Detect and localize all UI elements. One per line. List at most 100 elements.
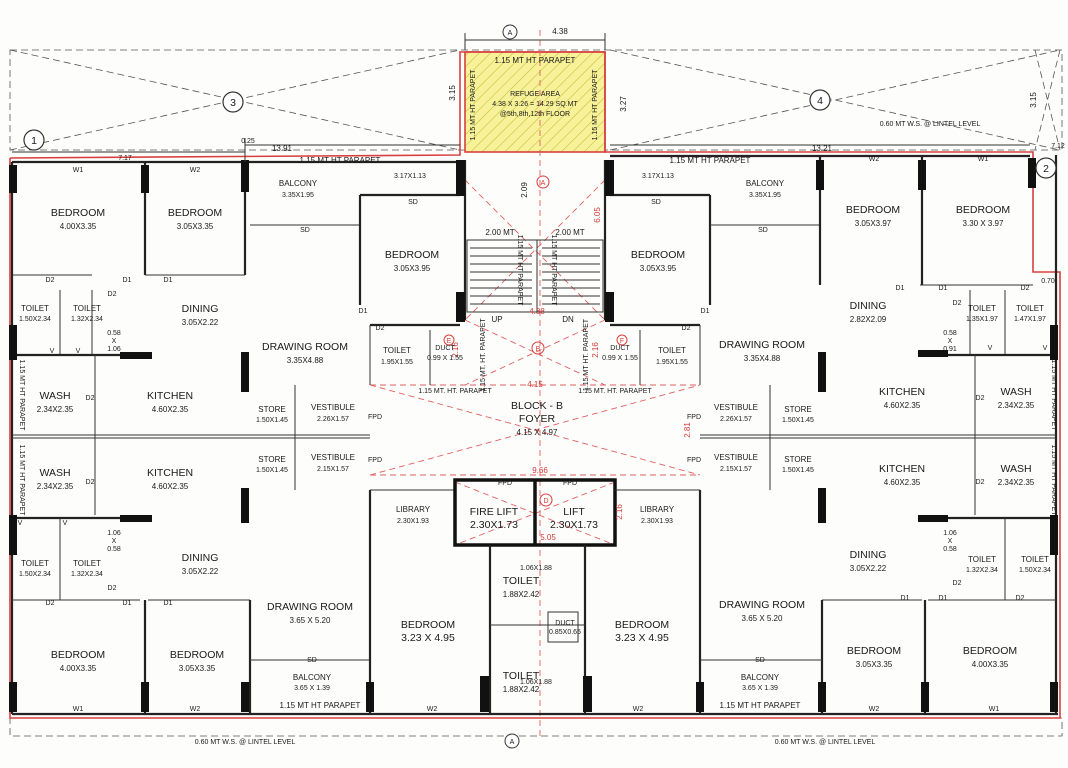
top-dimension xyxy=(12,33,1030,162)
svg-text:3.65 X 5.20: 3.65 X 5.20 xyxy=(290,616,331,625)
svg-text:3.65 X 1.39: 3.65 X 1.39 xyxy=(294,685,330,692)
svg-text:3.23 X 4.95: 3.23 X 4.95 xyxy=(401,632,455,644)
svg-text:1.88X2.42: 1.88X2.42 xyxy=(503,590,540,599)
duct-small-2: 1.06X1.88 xyxy=(520,679,552,686)
svg-text:3.05X2.22: 3.05X2.22 xyxy=(850,564,887,573)
svg-text:0.99 X 1.55: 0.99 X 1.55 xyxy=(602,355,638,362)
svg-text:2.30X1.93: 2.30X1.93 xyxy=(397,518,429,525)
svg-text:TOILET: TOILET xyxy=(73,304,101,313)
door-code: D2 xyxy=(376,325,385,332)
refuge-parapet-left: 1.15 MT HT PARAPET xyxy=(470,69,477,141)
sliding-door-code: SD xyxy=(758,227,768,234)
svg-text:2.34X2.35: 2.34X2.35 xyxy=(37,482,74,491)
sliding-door-code: SD xyxy=(300,227,310,234)
svg-text:1.50X1.45: 1.50X1.45 xyxy=(256,467,288,474)
vent-code: V xyxy=(1043,345,1048,352)
svg-text:DRAWING ROOM: DRAWING ROOM xyxy=(719,339,805,351)
svg-text:BEDROOM: BEDROOM xyxy=(385,249,439,261)
parapet-top-left: 1.15 MT HT PARAPET xyxy=(300,156,381,165)
grid-label-d: D xyxy=(543,498,548,505)
svg-text:4.60X2.35: 4.60X2.35 xyxy=(152,405,189,414)
building-boundary xyxy=(9,51,1061,719)
svg-text:1.32X2.34: 1.32X2.34 xyxy=(71,316,103,323)
svg-text:TOILET: TOILET xyxy=(21,559,49,568)
grid-label-3: 3 xyxy=(230,97,236,109)
svg-text:BEDROOM: BEDROOM xyxy=(956,204,1010,216)
vent-code: V xyxy=(50,348,55,355)
door-code: D2 xyxy=(953,300,962,307)
svg-text:DUCT: DUCT xyxy=(555,620,575,627)
grid-label-a-bottom: A xyxy=(510,739,515,746)
window-code: W2 xyxy=(869,706,880,713)
svg-text:2.30X1.73: 2.30X1.73 xyxy=(550,519,598,531)
svg-text:KITCHEN: KITCHEN xyxy=(879,463,925,475)
vent-code: V xyxy=(18,520,23,527)
svg-text:VESTIBULE: VESTIBULE xyxy=(311,403,355,412)
svg-text:4.00X3.35: 4.00X3.35 xyxy=(60,222,97,231)
lintel-note-top: 0.60 MT W.S. @ LINTEL LEVEL xyxy=(880,121,981,128)
svg-text:3.05X2.22: 3.05X2.22 xyxy=(182,318,219,327)
svg-text:DINING: DINING xyxy=(182,303,219,315)
door-code: D1 xyxy=(164,277,173,284)
svg-text:3.05X3.35: 3.05X3.35 xyxy=(179,664,216,673)
balcony-dim-tr: 3.17X1.13 xyxy=(642,173,674,180)
svg-text:TOILET: TOILET xyxy=(21,304,49,313)
window-code: W1 xyxy=(989,706,1000,713)
svg-text:TOILET: TOILET xyxy=(1021,555,1049,564)
balcony-dim-tl: 3.17X1.13 xyxy=(394,173,426,180)
svg-text:TOILET: TOILET xyxy=(503,670,540,682)
svg-text:KITCHEN: KITCHEN xyxy=(147,390,193,402)
columns xyxy=(9,158,1058,712)
door-code: D2 xyxy=(108,585,117,592)
grid-label-4: 4 xyxy=(817,95,823,107)
dim-3-27: 3.27 xyxy=(619,96,628,112)
sliding-door-code: SD xyxy=(651,199,661,206)
dim-13-21: 13.21 xyxy=(812,144,833,153)
fpd-3: FPD xyxy=(687,414,701,421)
svg-text:BLOCK - B: BLOCK - B xyxy=(511,400,563,412)
svg-text:1.50X1.45: 1.50X1.45 xyxy=(256,417,288,424)
svg-text:BEDROOM: BEDROOM xyxy=(847,645,901,657)
svg-text:BALCONY: BALCONY xyxy=(293,673,332,682)
dim-6-05: 6.05 xyxy=(593,207,602,223)
svg-text:2.15X1.57: 2.15X1.57 xyxy=(720,466,752,473)
svg-text:3.05X2.22: 3.05X2.22 xyxy=(182,567,219,576)
grid-markers xyxy=(23,24,1057,749)
fpd-5: FPD xyxy=(498,480,512,487)
svg-text:1.47X1.97: 1.47X1.97 xyxy=(1014,316,1046,323)
svg-text:DINING: DINING xyxy=(850,549,887,561)
window-code: W2 xyxy=(869,156,880,163)
svg-text:3.05X3.97: 3.05X3.97 xyxy=(855,219,892,228)
door-code: D1 xyxy=(123,600,132,607)
svg-text:BALCONY: BALCONY xyxy=(279,179,318,188)
svg-text:BALCONY: BALCONY xyxy=(746,179,785,188)
window-code: W2 xyxy=(190,706,201,713)
svg-text:KITCHEN: KITCHEN xyxy=(879,386,925,398)
dim-7-12: 7.12 xyxy=(1051,143,1065,150)
svg-text:4.00X3.35: 4.00X3.35 xyxy=(972,660,1009,669)
svg-text:BEDROOM: BEDROOM xyxy=(170,649,224,661)
svg-text:2.34X2.35: 2.34X2.35 xyxy=(998,478,1035,487)
